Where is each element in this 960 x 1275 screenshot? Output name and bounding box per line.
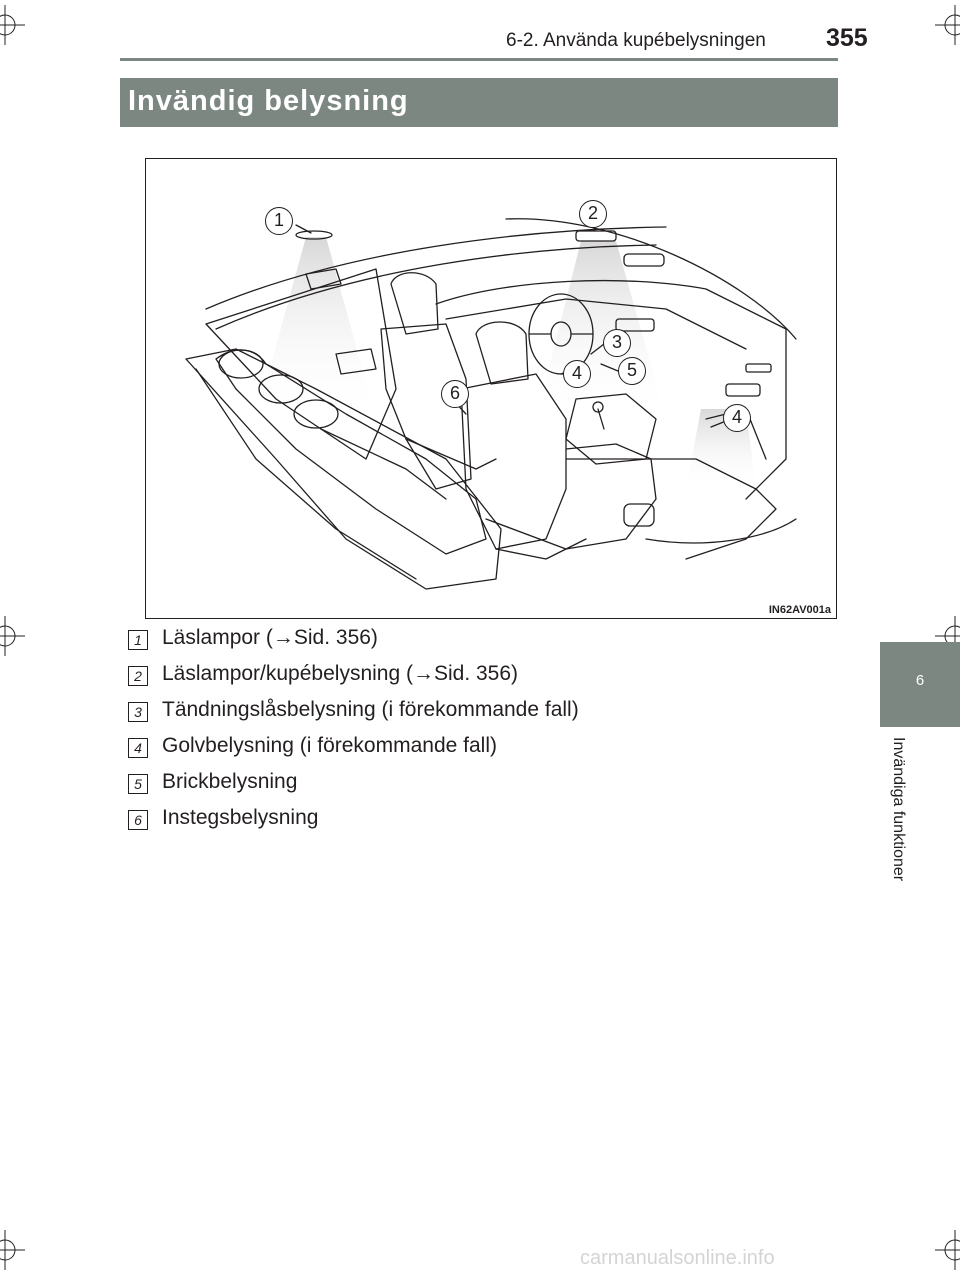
item-number: 6 bbox=[128, 810, 148, 830]
list-item: 1 Läslampor (→Sid. 356) bbox=[128, 626, 768, 662]
item-number: 3 bbox=[128, 702, 148, 722]
item-label: Instegsbelysning bbox=[162, 806, 319, 829]
item-number: 5 bbox=[128, 774, 148, 794]
list-item: 3 Tändningslåsbelysning (i förekommande … bbox=[128, 698, 768, 734]
callout-4-right: 4 bbox=[723, 404, 751, 432]
callout-4-left: 4 bbox=[563, 360, 591, 388]
chapter-tab: 6 bbox=[880, 642, 960, 727]
page-title: Invändig belysning bbox=[120, 78, 838, 127]
item-label: Tändningslåsbelysning (i förekommande fa… bbox=[162, 698, 579, 721]
car-interior-illustration: 1 2 3 4 5 4 6 IN62AV001a bbox=[145, 158, 837, 619]
item-label: Golvbelysning (i förekommande fall) bbox=[162, 734, 497, 757]
callout-5: 5 bbox=[618, 357, 646, 385]
callout-3: 3 bbox=[603, 329, 631, 357]
callout-6: 6 bbox=[441, 380, 469, 408]
legend-list: 1 Läslampor (→Sid. 356) 2 Läslampor/kupé… bbox=[128, 626, 768, 842]
figure-code: IN62AV001a bbox=[768, 604, 831, 616]
page-number: 355 bbox=[826, 24, 868, 52]
item-label: Läslampor/kupébelysning (→Sid. 356) bbox=[162, 662, 519, 685]
chapter-number: 6 bbox=[915, 672, 925, 689]
list-item: 2 Läslampor/kupébelysning (→Sid. 356) bbox=[128, 662, 768, 698]
list-item: 6 Instegsbelysning bbox=[128, 806, 768, 842]
list-item: 5 Brickbelysning bbox=[128, 770, 768, 806]
chapter-title-vertical: Invändiga funktioner bbox=[885, 737, 915, 917]
car-interior-drawing bbox=[185, 218, 797, 590]
item-number: 4 bbox=[128, 738, 148, 758]
item-number: 2 bbox=[128, 666, 148, 686]
callout-2: 2 bbox=[579, 200, 607, 228]
chapter-title: Invändiga funktioner bbox=[890, 737, 907, 882]
header-rule bbox=[120, 58, 838, 61]
section-header: 6-2. Använda kupébelysningen bbox=[506, 30, 766, 51]
item-label: Läslampor (→Sid. 356) bbox=[162, 626, 378, 649]
list-item: 4 Golvbelysning (i förekommande fall) bbox=[128, 734, 768, 770]
callout-1: 1 bbox=[265, 207, 293, 235]
watermark: carmanualsonline.info bbox=[580, 1247, 775, 1269]
item-number: 1 bbox=[128, 630, 148, 650]
item-label: Brickbelysning bbox=[162, 770, 298, 793]
